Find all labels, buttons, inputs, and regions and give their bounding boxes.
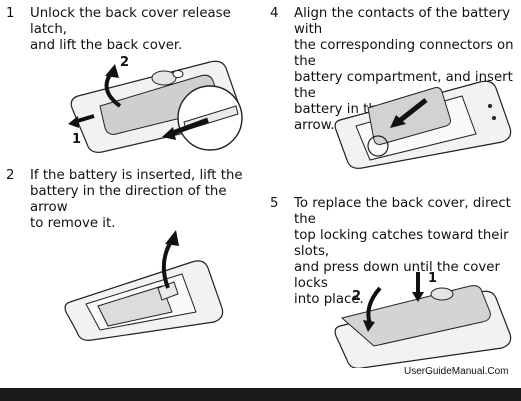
step-number: 4 bbox=[270, 6, 279, 21]
watermark-text: UserGuideManual.Com bbox=[404, 366, 509, 377]
figure-insert-battery bbox=[334, 80, 512, 169]
figure-label-2: 2 bbox=[352, 289, 361, 304]
step-number: 1 bbox=[6, 6, 15, 21]
step-instruction: If the battery is inserted, lift the bat… bbox=[30, 168, 243, 231]
figure-label-2: 2 bbox=[120, 55, 129, 70]
step-number: 5 bbox=[270, 196, 279, 211]
footer-bar bbox=[0, 388, 521, 401]
figure-remove-battery bbox=[64, 230, 224, 341]
step-instruction: Unlock the back cover release latch, and… bbox=[30, 6, 231, 53]
figure-replace-cover: 1 2 bbox=[334, 271, 512, 368]
step-instruction: To replace the back cover, direct the to… bbox=[294, 196, 511, 307]
figure-label-1: 1 bbox=[72, 132, 81, 147]
step-instruction: Align the contacts of the battery with t… bbox=[294, 6, 514, 133]
figure-label-1: 1 bbox=[428, 271, 437, 286]
figure-open-back-cover: 2 1 bbox=[68, 55, 243, 153]
step-number: 2 bbox=[6, 168, 15, 183]
